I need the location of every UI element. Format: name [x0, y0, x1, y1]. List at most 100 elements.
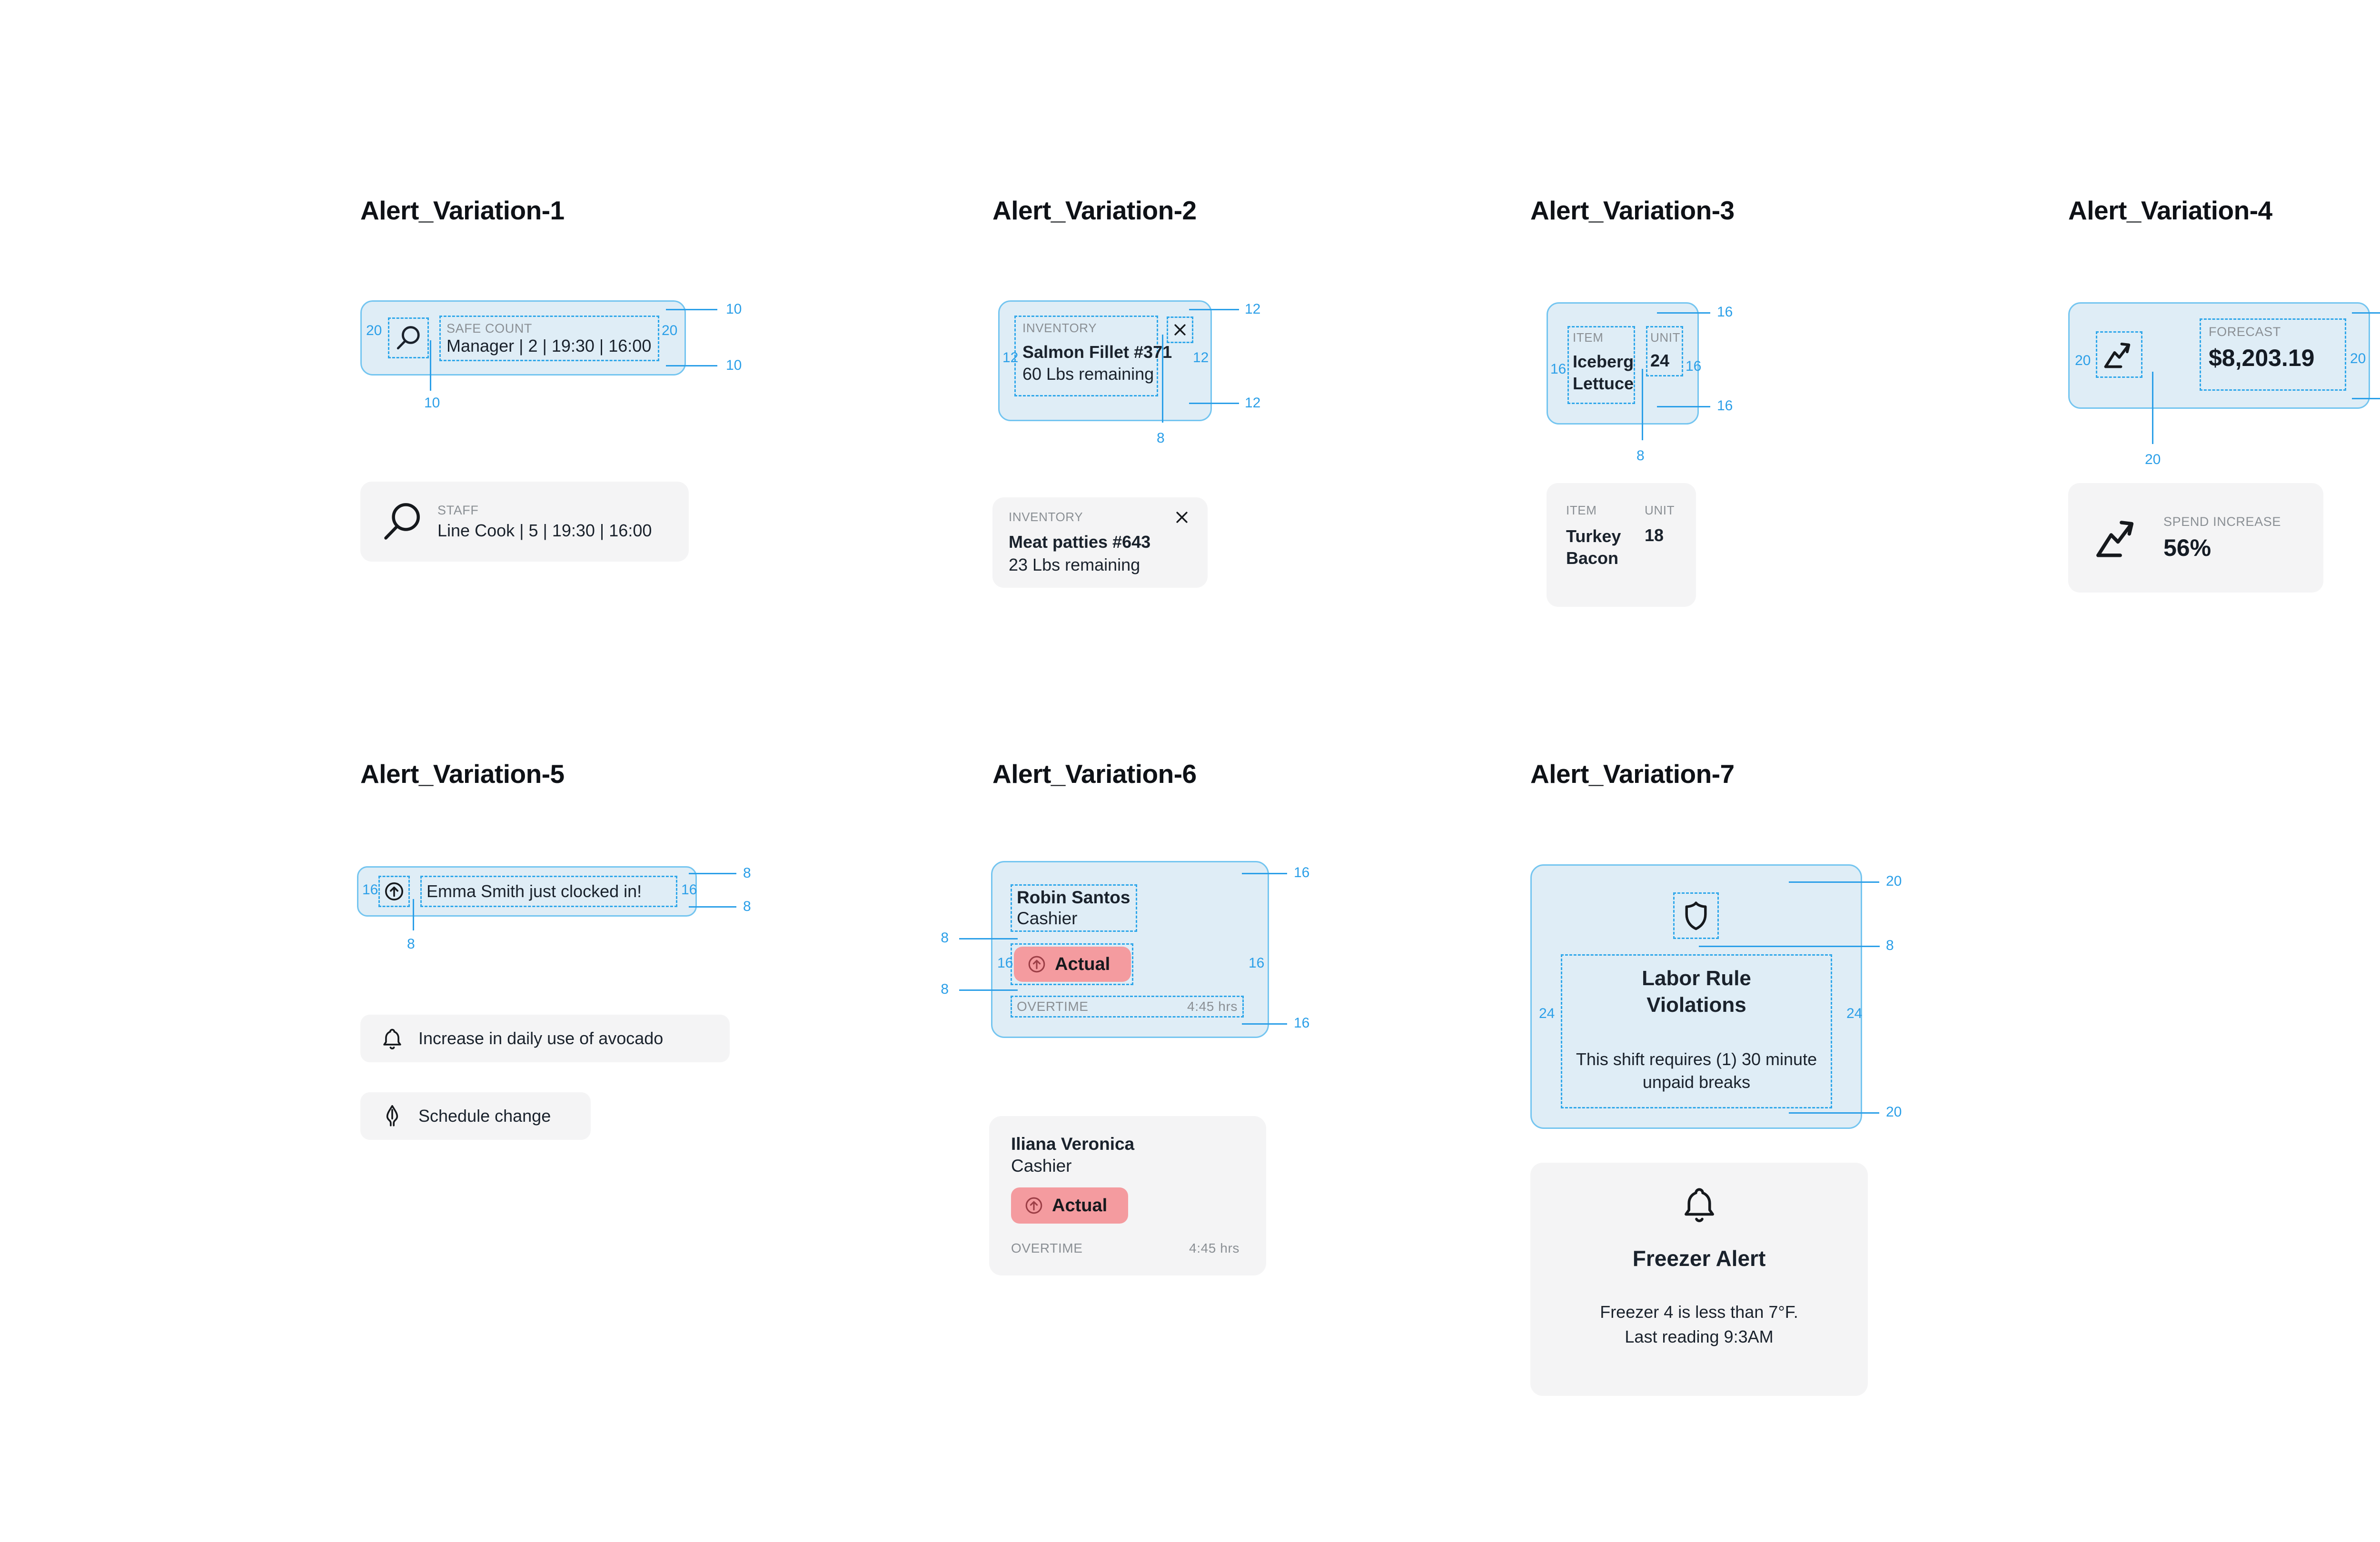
alert-5-text-box: Emma Smith just clocked in! — [420, 876, 677, 907]
dim-right: 16 — [1686, 358, 1702, 374]
close-icon[interactable] — [1167, 316, 1193, 343]
alert-1-clean-message: Line Cook | 5 | 19:30 | 16:00 — [437, 520, 652, 540]
dim-line — [1242, 1023, 1287, 1025]
alert-7-text-box: Labor Rule Violations This shift require… — [1561, 954, 1832, 1108]
dim-bottom: 10 — [726, 357, 742, 373]
alert-2-clean-line1: Meat patties #643 — [1009, 532, 1151, 552]
dim-left: 16 — [1550, 361, 1567, 377]
trend-up-icon — [2096, 331, 2142, 378]
alert-4-clean-label: SPEND INCREASE — [2163, 514, 2281, 529]
alert-4-value: $8,203.19 — [2209, 345, 2315, 371]
alert-7-clean-card: Freezer Alert Freezer 4 is less than 7°F… — [1530, 1163, 1868, 1396]
dim-line — [959, 938, 1018, 939]
dim-left: 12 — [1002, 350, 1019, 366]
dim-line — [689, 906, 736, 908]
variation-4-title: Alert_Variation-4 — [2068, 196, 2272, 225]
overtime-value: 4:45 hrs — [1189, 1241, 1240, 1255]
overtime-value: 4:45 hrs — [1187, 999, 1238, 1014]
alert-2-line2: 60 Lbs remaining — [1022, 364, 1154, 384]
dim-top: 8 — [743, 865, 751, 881]
dim-top: 20 — [1886, 873, 1902, 889]
alert-3-clean-unit-label: UNIT — [1645, 503, 1675, 517]
alert-6-badge-box: Actual — [1011, 943, 1133, 985]
dim-top: 16 — [1717, 304, 1733, 320]
alert-2-label: INVENTORY — [1022, 321, 1097, 335]
trend-up-icon — [2093, 513, 2142, 563]
alert-3-clean-unit-value: 18 — [1645, 525, 1664, 545]
close-icon[interactable] — [1172, 508, 1191, 527]
alert-6-name-box: Robin Santos Cashier — [1011, 884, 1137, 932]
dim-top: 12 — [1245, 301, 1261, 317]
actual-badge: Actual — [1014, 947, 1131, 982]
alert-6-role: Cashier — [1017, 909, 1078, 928]
alert-2-clean-line2: 23 Lbs remaining — [1009, 555, 1140, 574]
dim-line — [2152, 372, 2153, 444]
alert-6-clean-name: Iliana Veronica — [1011, 1134, 1135, 1154]
dim-gap: 8 — [407, 936, 415, 952]
alert-7-clean-body-line1: Freezer 4 is less than 7°F. — [1600, 1302, 1798, 1322]
dim-left: 24 — [1539, 1006, 1555, 1021]
alert-2-clean-card: INVENTORY Meat patties #643 23 Lbs remai… — [992, 497, 1208, 588]
bell-icon — [379, 1026, 405, 1051]
dim-line — [1189, 403, 1239, 404]
alert-3-unit-value: 24 — [1650, 351, 1670, 370]
alert-2-line1: Salmon Fillet #371 — [1022, 342, 1172, 362]
variation-7-title: Alert_Variation-7 — [1530, 759, 1735, 789]
alert-5-redline-banner: Emma Smith just clocked in! 16 16 8 8 8 — [357, 866, 751, 951]
alert-5-message: Emma Smith just clocked in! — [426, 881, 642, 901]
dim-left: 20 — [2075, 353, 2091, 368]
alert-6-clean-role: Cashier — [1011, 1156, 1072, 1176]
pen-nib-icon — [379, 1103, 405, 1129]
alert-1-clean-card: STAFF Line Cook | 5 | 19:30 | 16:00 — [360, 482, 689, 562]
dim-gap: 8 — [1157, 430, 1165, 446]
actual-badge-label: Actual — [1052, 1195, 1108, 1216]
alert-4-clean-card: SPEND INCREASE 56% — [2068, 483, 2323, 593]
actual-badge: Actual — [1011, 1187, 1128, 1224]
alert-4-clean-value: 56% — [2163, 534, 2211, 561]
dim-right: 20 — [2350, 351, 2366, 366]
variation-1-title: Alert_Variation-1 — [360, 196, 565, 225]
alert-3-unit-label: UNIT — [1650, 330, 1681, 345]
dim-left: 20 — [366, 323, 382, 338]
alert-5-clean-banner: Schedule change — [360, 1092, 591, 1140]
overtime-label: OVERTIME — [1017, 999, 1089, 1014]
dim-line — [1789, 1112, 1879, 1114]
alert-3-item-box: ITEM Iceberg Lettuce — [1567, 326, 1635, 404]
dim-line — [666, 365, 717, 366]
dim-bottom: 12 — [1245, 395, 1261, 411]
alert-5-clean-message-1: Increase in daily use of avocado — [418, 1028, 664, 1048]
alert-3-clean-item-label: ITEM — [1566, 503, 1597, 517]
dim-line — [413, 899, 414, 930]
alert-7-redline-card: Labor Rule Violations This shift require… — [1530, 864, 1902, 1129]
alert-6-clean-overtime-row: OVERTIME 4:45 hrs — [1011, 1241, 1240, 1256]
dim-gap-badge: 8 — [941, 981, 949, 997]
dim-right: 12 — [1193, 350, 1209, 366]
dim-line — [1162, 335, 1163, 423]
dim-bottom: 16 — [1717, 398, 1733, 414]
dim-top: 10 — [726, 301, 742, 317]
dim-line — [1657, 406, 1710, 407]
alert-1-message: Manager | 2 | 19:30 | 16:00 — [446, 336, 652, 356]
alert-1-text-box: SAFE COUNT Manager | 2 | 19:30 | 16:00 — [439, 316, 659, 361]
alert-3-item-value: Iceberg Lettuce — [1573, 352, 1634, 393]
dim-left: 16 — [997, 955, 1013, 971]
alert-7-body: This shift requires (1) 30 minute unpaid… — [1576, 1049, 1817, 1092]
dim-bottom: 8 — [743, 899, 751, 914]
alert-7-heading: Labor Rule Violations — [1642, 967, 1751, 1017]
dim-line — [666, 309, 717, 310]
dim-right: 20 — [662, 323, 678, 338]
alert-6-overtime-box: OVERTIME 4:45 hrs — [1011, 996, 1244, 1018]
dim-left: 16 — [362, 882, 378, 898]
dim-gap: 10 — [424, 395, 440, 411]
dim-line — [2352, 312, 2380, 314]
alert-1-clean-label: STAFF — [437, 503, 479, 517]
dim-line — [1642, 369, 1643, 440]
actual-badge-label: Actual — [1055, 954, 1111, 974]
shield-icon — [1673, 892, 1719, 939]
dim-bottom: 20 — [1886, 1104, 1902, 1120]
alert-7-clean-body-line2: Last reading 9:3AM — [1625, 1327, 1774, 1346]
dim-right: 16 — [1249, 955, 1265, 971]
magnifier-icon — [388, 317, 429, 358]
dim-gap-name: 8 — [941, 930, 949, 946]
